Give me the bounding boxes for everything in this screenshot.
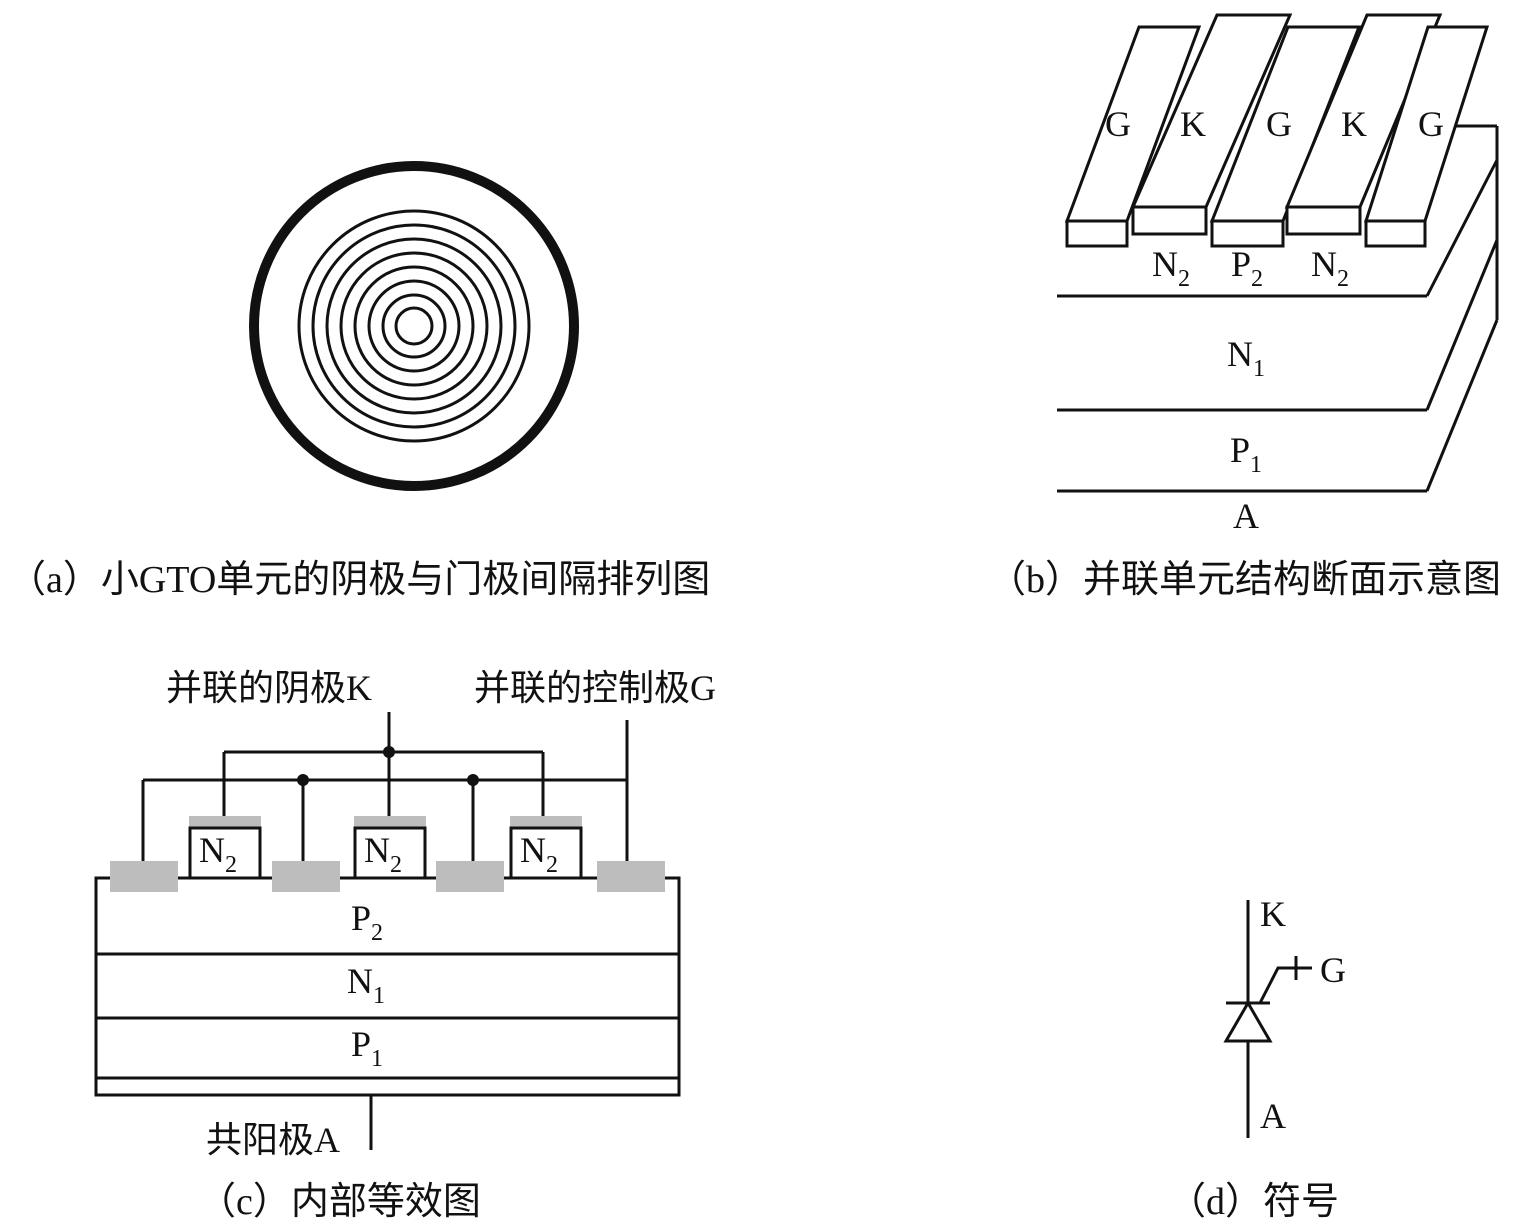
junction-dot bbox=[383, 746, 395, 758]
ring bbox=[311, 223, 517, 429]
n2-label: N2 bbox=[199, 830, 237, 878]
ring bbox=[394, 306, 434, 346]
gate-strip-front bbox=[1364, 219, 1427, 248]
n2-region bbox=[353, 826, 427, 880]
depth-edge bbox=[1425, 159, 1499, 297]
gate-strip-front bbox=[1210, 219, 1285, 248]
gate-contact bbox=[110, 861, 178, 892]
cathode-wiring bbox=[222, 712, 545, 820]
parallel-cathode-label: 并联的阴极K bbox=[166, 668, 372, 708]
panel-d-caption: （d）符号 bbox=[1168, 1181, 1339, 1223]
n2-region bbox=[188, 826, 262, 880]
depth-edge bbox=[1425, 319, 1499, 492]
parallel-gate-label: 并联的控制极G bbox=[474, 668, 716, 708]
junction-dot bbox=[297, 774, 309, 786]
cathode-strip-front bbox=[1285, 205, 1362, 236]
panel-a-caption: （a）小GTO单元的阴极与门极间隔排列图 bbox=[8, 559, 710, 601]
junction-dot bbox=[467, 774, 479, 786]
gate-wiring bbox=[141, 720, 629, 862]
panel-c-equivalent: 并联的阴极K 并联的控制极G bbox=[94, 668, 716, 1160]
strip-label-g: G bbox=[1418, 104, 1444, 144]
layer-label-p2: P2 bbox=[351, 898, 383, 946]
outer-ring bbox=[249, 161, 579, 491]
n2-label: N2 bbox=[364, 830, 402, 878]
panel-b-structure: G K G K G N2 P2 N2 N1 P1 A bbox=[1057, 13, 1499, 536]
electrode-strips bbox=[1064, 13, 1490, 248]
region-label-n2: N2 bbox=[1152, 244, 1190, 292]
n2-region bbox=[509, 826, 583, 880]
device-body bbox=[94, 876, 681, 1097]
gate-contact bbox=[436, 861, 504, 892]
strip-label-k: K bbox=[1341, 104, 1367, 144]
symbol-k-label: K bbox=[1260, 894, 1286, 934]
panel-d-gto-symbol: K G A bbox=[1223, 894, 1346, 1138]
layer-label-p1: P1 bbox=[1230, 430, 1262, 478]
gate-strip-front bbox=[1065, 219, 1129, 248]
cathode-contact bbox=[354, 816, 426, 827]
panel-a-ring-pattern bbox=[249, 161, 579, 491]
ring bbox=[353, 265, 475, 387]
region-label-n2: N2 bbox=[1311, 244, 1349, 292]
cathode-contact bbox=[189, 816, 261, 827]
thyristor-triangle-icon bbox=[1223, 1000, 1273, 1043]
common-anode-label: 共阳极A bbox=[206, 1120, 340, 1160]
anode-label: A bbox=[1233, 496, 1259, 536]
layer-label-p1: P1 bbox=[351, 1024, 383, 1072]
gate-contact bbox=[597, 861, 665, 892]
ring bbox=[367, 279, 461, 373]
symbol-a-label: A bbox=[1260, 1096, 1286, 1136]
ring bbox=[381, 293, 447, 359]
ring bbox=[325, 237, 503, 415]
cathode-strip-front bbox=[1131, 205, 1208, 236]
strip-label-k: K bbox=[1180, 104, 1206, 144]
panel-b-caption: （b）并联单元结构断面示意图 bbox=[988, 559, 1501, 601]
n2-label: N2 bbox=[520, 830, 558, 878]
strip-label-g: G bbox=[1105, 104, 1131, 144]
symbol-g-label: G bbox=[1320, 950, 1346, 990]
gate-lead bbox=[1258, 966, 1312, 1004]
panel-c-caption: （c）内部等效图 bbox=[198, 1181, 481, 1223]
layer-label-n1: N1 bbox=[347, 961, 385, 1009]
ring bbox=[339, 251, 489, 401]
strip-label-g: G bbox=[1266, 104, 1292, 144]
cathode-contact bbox=[510, 816, 582, 827]
ring bbox=[297, 209, 531, 443]
gate-contact bbox=[272, 861, 340, 892]
layer-label-n1: N1 bbox=[1227, 334, 1265, 382]
depth-edge bbox=[1425, 239, 1499, 411]
region-label-p2: P2 bbox=[1231, 244, 1263, 292]
